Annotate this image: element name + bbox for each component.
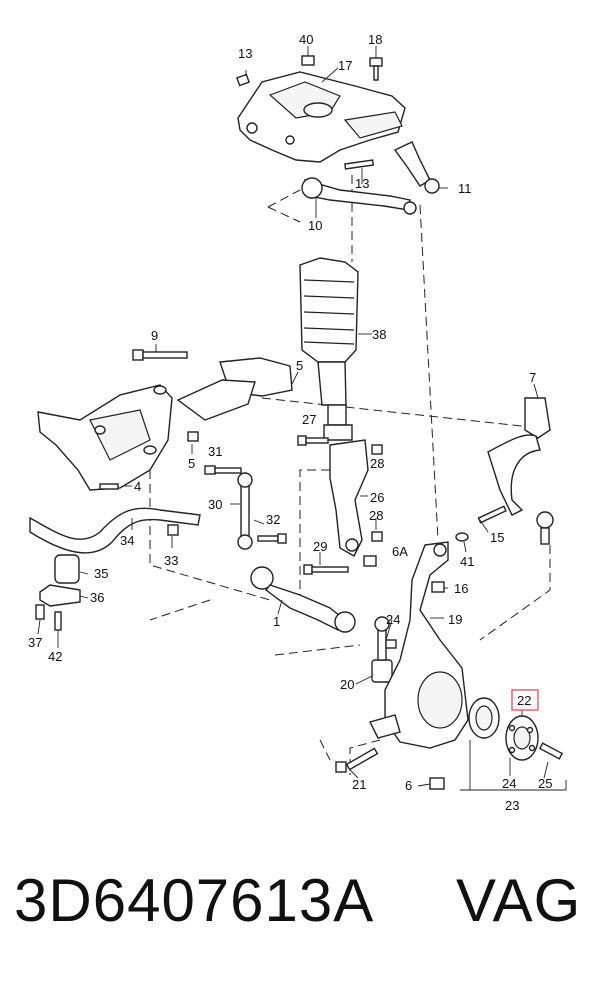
callout-16: 16	[454, 581, 468, 596]
callout-7: 7	[529, 370, 536, 385]
callout-18: 18	[368, 32, 382, 47]
part-number: 3D6407613A	[14, 867, 375, 934]
callout-32: 32	[266, 512, 280, 527]
bolt-16	[431, 581, 445, 593]
callout-38: 38	[372, 327, 386, 342]
washer-41	[455, 532, 469, 542]
bolt-18	[369, 57, 383, 81]
callout-36: 36	[90, 590, 104, 605]
leader-lines	[37, 46, 567, 791]
callout-26: 26	[370, 490, 384, 505]
caption-bar: 3D6407613A VAG	[0, 866, 600, 976]
callout-13-mid: 13	[355, 176, 369, 191]
part-35-stabilizer-bushing	[54, 554, 80, 584]
callout-37: 37	[28, 635, 42, 650]
part-11-upper-control-arm	[393, 141, 440, 194]
callout-28-upper: 28	[370, 456, 384, 471]
suspension-exploded-diagram: 13 40 17 18 13 11 10 38 9 5 27 7 5 31 4 …	[28, 32, 567, 813]
bolt-13-top	[236, 70, 250, 87]
callout-6: 6	[405, 778, 412, 793]
callout-23: 23	[505, 798, 519, 813]
bolt-9	[132, 349, 188, 361]
callout-9: 9	[151, 328, 158, 343]
callout-34: 34	[120, 533, 134, 548]
bolt-42	[54, 611, 62, 631]
callout-31: 31	[208, 444, 222, 459]
bolt-21	[335, 747, 379, 773]
nut-40	[301, 55, 315, 66]
callout-11: 11	[458, 181, 472, 196]
part-front-subframe	[37, 384, 173, 491]
bolt-25	[538, 742, 564, 760]
callout-21: 21	[352, 777, 366, 792]
brand-name: VAG	[456, 867, 582, 934]
part-38-air-strut	[299, 257, 359, 441]
callout-24-lower: 24	[502, 776, 516, 791]
part-22-wheel-hub	[505, 715, 539, 761]
callout-41: 41	[460, 554, 474, 569]
callout-5-lower: 5	[188, 456, 195, 471]
callout-24-upper: 24	[386, 612, 400, 627]
callout-40: 40	[299, 32, 313, 47]
bolt-4	[99, 483, 119, 490]
part-30-coupling-rod	[237, 472, 253, 550]
bolt-28-bottom	[371, 531, 383, 542]
callout-33: 33	[164, 553, 178, 568]
bolt-13-mid	[344, 159, 375, 170]
part-17-suspension-mount	[237, 71, 406, 163]
callout-20: 20	[340, 677, 354, 692]
part-34-stabilizer-bar	[29, 507, 201, 554]
callout-35: 35	[94, 566, 108, 581]
callout-19: 19	[448, 612, 462, 627]
part-19-wheel-bearing-housing	[368, 541, 469, 749]
callout-30: 30	[208, 497, 222, 512]
bolt-32	[257, 533, 287, 544]
callout-13: 13	[238, 46, 252, 61]
callout-15: 15	[490, 530, 504, 545]
part-23-wheel-bearing	[468, 697, 500, 739]
callout-29: 29	[313, 539, 327, 554]
callout-42: 42	[48, 649, 62, 664]
nut-6	[429, 777, 445, 790]
part-1-transverse-link	[250, 566, 356, 633]
callout-17: 17	[338, 58, 352, 73]
bolt-29	[303, 564, 349, 575]
bolt-33	[167, 524, 179, 536]
part-10-upper-arm-bushing	[301, 177, 417, 215]
highlight-box-22	[511, 689, 539, 711]
bolt-31	[204, 465, 242, 475]
bolt-28-top	[297, 435, 383, 455]
bolt-37	[35, 604, 45, 620]
nut-6a	[363, 555, 377, 567]
callout-27: 27	[302, 412, 316, 427]
callout-5-upper: 5	[296, 358, 303, 373]
dashed-reference-lines	[149, 175, 551, 775]
part-36-clamp	[39, 584, 81, 607]
bolt-15	[477, 505, 507, 524]
part-7-lower-control-arm	[487, 397, 554, 545]
part-26-strut-fork	[329, 439, 369, 557]
callout-25: 25	[538, 776, 552, 791]
callout-28-lower: 28	[369, 508, 383, 523]
part-27-fork-bracket	[176, 357, 293, 421]
callout-labels: 13 40 17 18 13 11 10 38 9 5 27 7 5 31 4 …	[28, 32, 552, 813]
callout-1: 1	[273, 614, 280, 629]
callout-4: 4	[134, 479, 141, 494]
bolt-24-upper	[385, 639, 397, 649]
part-20-ball-joint	[371, 616, 393, 683]
callout-22: 22	[517, 693, 531, 708]
callout-6a: 6A	[392, 544, 408, 559]
nut-5-lower	[187, 431, 199, 442]
callout-10: 10	[308, 218, 322, 233]
